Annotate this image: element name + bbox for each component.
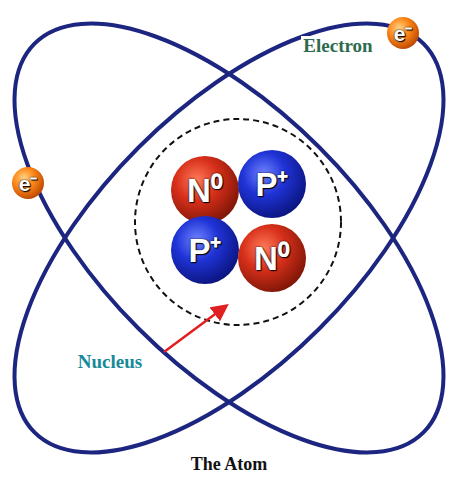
leader-arrow (164, 306, 226, 352)
neutron-particle: N⁰ (237, 223, 307, 293)
nucleus-label: Nucleus (76, 352, 144, 373)
neutron-particle: N⁰ (170, 155, 240, 225)
particle-symbol: e⁻ (19, 173, 38, 194)
particle-symbol: P⁺ (255, 168, 288, 201)
nucleus-boundary (135, 119, 341, 325)
electron-particle: e⁻ (11, 166, 45, 200)
proton-particle: P⁺ (237, 149, 307, 219)
particle-symbol: P⁺ (188, 234, 221, 267)
electron-particle: e⁻ (386, 16, 420, 50)
particle-symbol: N⁰ (187, 174, 223, 207)
caption: The Atom (189, 455, 270, 475)
electron-label: Electron (301, 36, 374, 57)
proton-particle: P⁺ (170, 215, 240, 285)
particle-symbol: N⁰ (254, 242, 290, 275)
particle-symbol: e⁻ (394, 23, 413, 44)
